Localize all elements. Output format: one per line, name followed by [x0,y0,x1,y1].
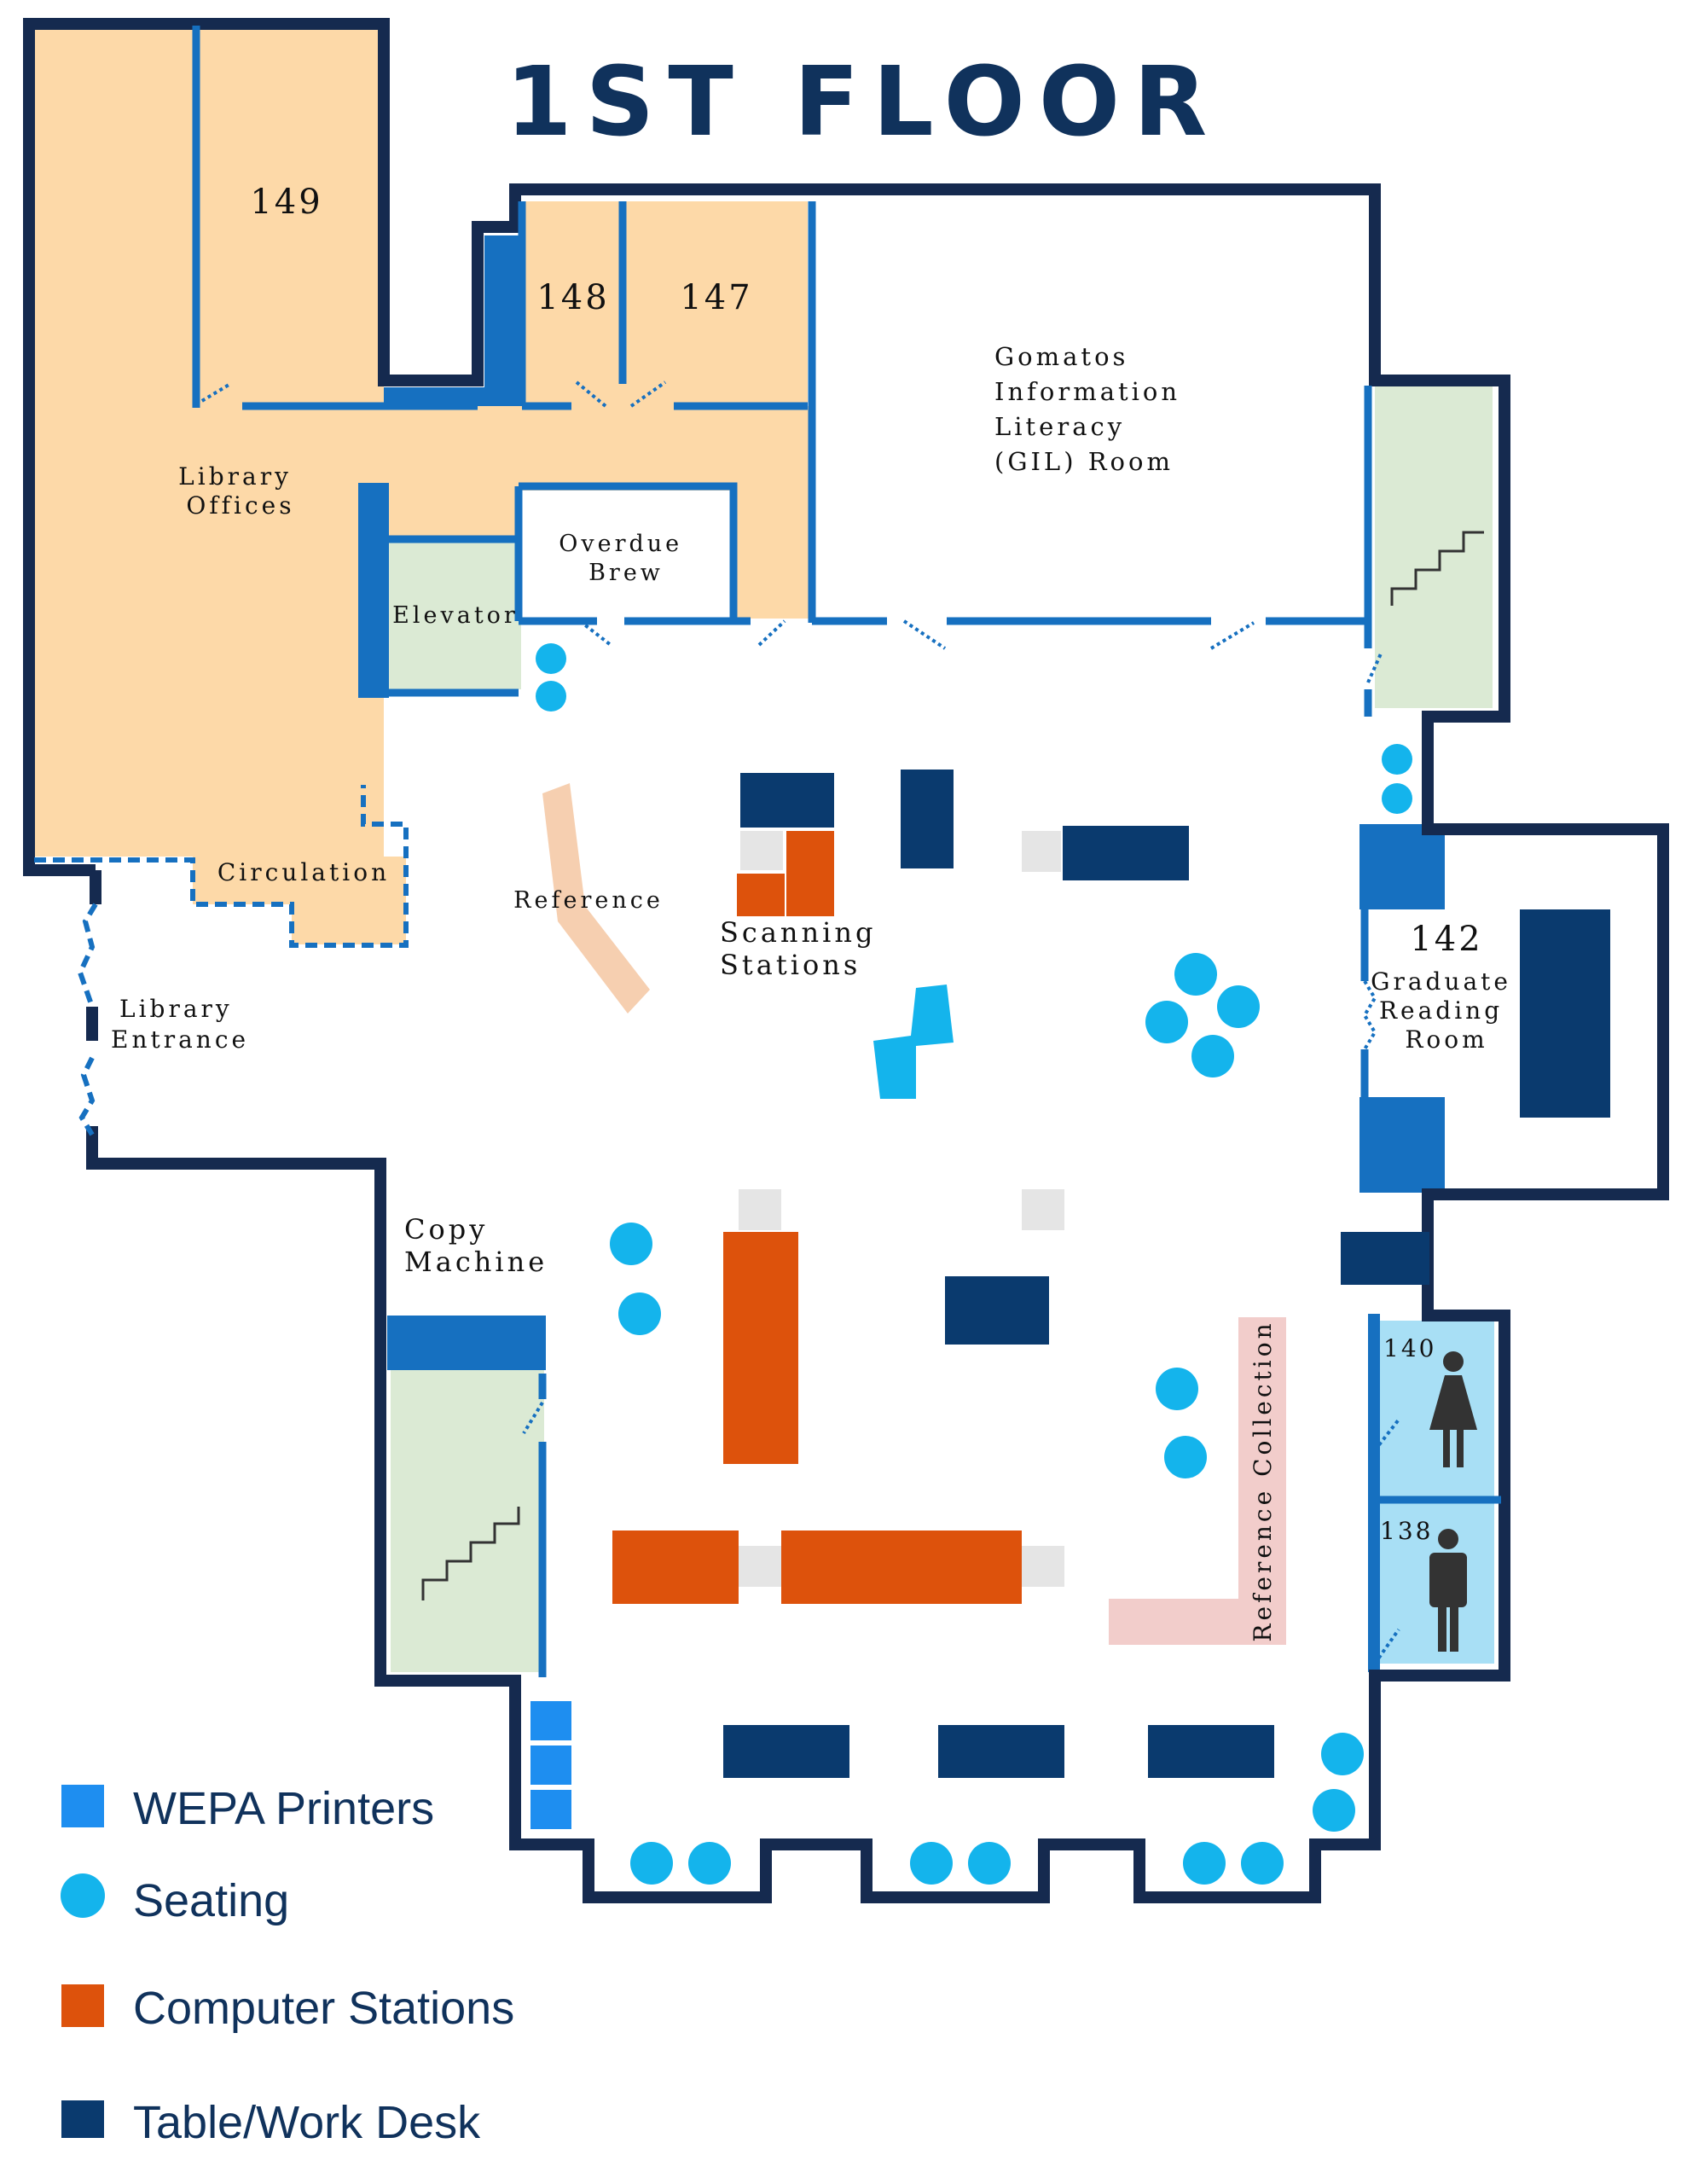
wepa-printers [530,1701,571,1829]
elevator [389,543,521,689]
seat [1382,783,1412,814]
library-offices-area [32,29,810,944]
room-140-label: 140 [1383,1334,1436,1362]
overdue-brew-label: Overdue Brew [559,531,693,586]
seat [1321,1733,1364,1775]
legend-label: Seating [133,1875,289,1926]
table-desk [1148,1725,1274,1778]
table-desk-swatch [61,2100,104,2138]
wepa-printer-swatch [61,1785,104,1827]
stairs-icon-southwest [421,1507,520,1600]
wepa-printer [530,1701,571,1740]
seat [910,1842,953,1885]
table-desk [1341,1232,1429,1285]
reference-collection-label: Reference Collection [1249,1320,1277,1641]
computer-stations [612,1232,1022,1604]
stairs-icon-northeast [1390,531,1484,606]
seat [688,1842,731,1885]
scanning-stations-label: Scanning Stations [720,916,889,981]
chair [740,831,783,870]
scanning-stations-cluster [737,773,834,916]
seat [1145,1001,1188,1043]
seat [1164,1436,1207,1478]
table-desk [723,1725,849,1778]
exterior-wall [23,18,1669,1903]
structural-blocks [358,235,1445,1672]
copy-machine-label: Copy Machine [404,1213,548,1278]
elevator-label: Elevator [392,602,519,629]
table-desk [1063,826,1189,880]
legend-label: Computer Stations [133,1983,514,2034]
seat [1313,1789,1355,1832]
seat [1217,985,1260,1028]
chairs [739,831,1064,1587]
reference-shelf [542,783,650,1014]
entrance-outline [77,903,98,1136]
computer-station [612,1531,739,1604]
page-title: 1ST FLOOR [506,47,1221,158]
room-142-label: 142 [1410,920,1482,959]
legend-label: Table/Work Desk [133,2097,481,2148]
seat [1174,953,1217,996]
seat [968,1842,1011,1885]
seat [1191,1035,1234,1077]
seating-swatch [61,1873,105,1918]
graduate-reading-room-label: Graduate Reading Room [1371,967,1522,1054]
table-desk [740,773,834,828]
interior-walls [192,26,1501,1677]
stairs-northeast [1375,386,1493,708]
gil-room-label: Gomatos Information Literacy (GIL) Room [994,342,1191,476]
computer-station [723,1232,798,1464]
legend-item-seating: Seating [61,1873,289,1926]
library-offices-label: Library Offices [178,462,303,520]
circulation-label: Circulation [217,858,390,886]
table-desk [938,1725,1064,1778]
table-desk [901,770,954,868]
seat [1241,1842,1284,1885]
mens-restroom-icon [1429,1529,1467,1652]
stairs-southwest [391,1369,544,1672]
legend-item-table-work-desk: Table/Work Desk [61,2097,481,2148]
legend: WEPA Printers Seating Computer Stations … [61,1783,514,2148]
computer-station [786,831,834,916]
seat [610,1223,652,1265]
seat [618,1292,661,1335]
room-147-label: 147 [680,278,752,317]
seat [630,1842,673,1885]
computer-station [737,874,785,916]
seat [536,643,566,674]
legend-item-computer-stations: Computer Stations [61,1983,514,2034]
table-desk [1520,909,1610,1118]
reference-collection-shelf [1109,1317,1286,1645]
wepa-printer [530,1790,571,1829]
seat [536,681,566,712]
circulation-outline [34,785,409,948]
seat [1183,1842,1226,1885]
seat [1156,1368,1198,1410]
legend-item-wepa-printers: WEPA Printers [61,1783,434,1834]
room-138-label: 138 [1380,1517,1433,1545]
wepa-printer [530,1745,571,1785]
reference-label: Reference [513,887,664,914]
seating [536,643,1412,1885]
table-desk [945,1276,1049,1345]
womens-restroom-icon [1429,1351,1477,1467]
library-entrance-label: Library Entrance [111,995,249,1054]
seat [1382,744,1412,775]
computer-station [781,1531,1022,1604]
room-149-label: 149 [250,183,322,222]
legend-label: WEPA Printers [133,1783,434,1834]
room-148-label: 148 [536,278,609,317]
lounge-seating [873,985,954,1099]
computer-station-swatch [61,1984,104,2027]
table-desks [723,770,1610,1778]
door-swings [194,380,1400,1665]
